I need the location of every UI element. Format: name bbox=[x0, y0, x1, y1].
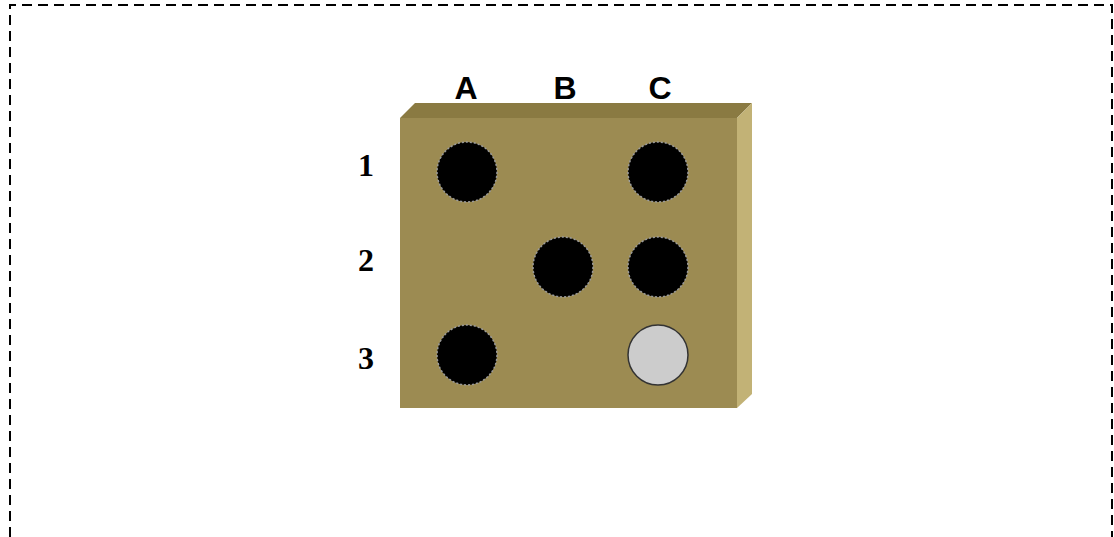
black-hole bbox=[628, 237, 688, 297]
board-side bbox=[737, 103, 752, 408]
dashed-frame bbox=[10, 5, 1112, 537]
black-hole bbox=[628, 142, 688, 202]
row-label: 3 bbox=[358, 342, 374, 374]
gray-hole bbox=[628, 325, 688, 385]
board-front bbox=[400, 118, 737, 408]
board-top bbox=[400, 103, 752, 118]
column-label: C bbox=[648, 72, 671, 104]
row-label: 1 bbox=[358, 149, 374, 181]
black-hole bbox=[437, 142, 497, 202]
column-label: B bbox=[553, 72, 576, 104]
black-hole bbox=[533, 237, 593, 297]
column-label: A bbox=[454, 72, 477, 104]
black-hole bbox=[437, 325, 497, 385]
row-label: 2 bbox=[358, 244, 374, 276]
